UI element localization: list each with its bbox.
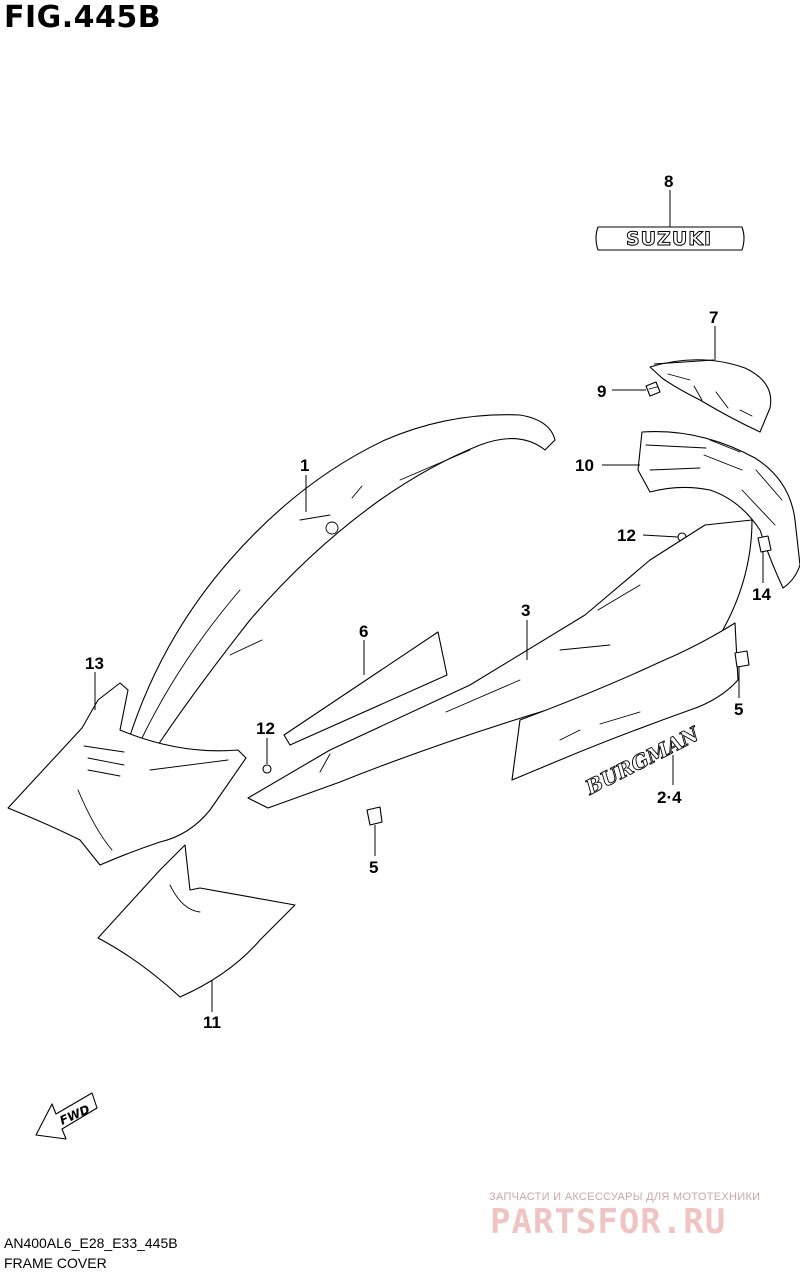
- part-6-trim-strip[interactable]: [283, 631, 448, 746]
- watermark-logo: PARTSFOR.RU: [490, 1202, 727, 1242]
- part-8-suzuki-emblem[interactable]: SUZUKI: [595, 226, 745, 251]
- part-9-clip[interactable]: [645, 381, 661, 397]
- callout-11: 11: [203, 1013, 221, 1032]
- callout-5-right: 5: [734, 700, 743, 719]
- callout-14: 14: [752, 585, 771, 604]
- callout-12-right: 12: [617, 526, 636, 545]
- callout-3: 3: [521, 601, 530, 620]
- callout-8: 8: [664, 172, 673, 191]
- suzuki-emblem-text: SUZUKI: [626, 228, 712, 250]
- part-1-frame-cover-upper[interactable]: [127, 414, 556, 746]
- callout-6: 6: [359, 622, 368, 641]
- callout-1: 1: [300, 456, 309, 475]
- part-13-front-inner-cover[interactable]: [7, 682, 247, 866]
- callout-12-left: 12: [256, 719, 275, 738]
- part-5-clip-right[interactable]: [734, 650, 750, 668]
- part-2-4-side-cover[interactable]: [511, 622, 739, 781]
- part-7-rear-cover[interactable]: [649, 359, 772, 433]
- leader-lines: [94, 190, 764, 1012]
- callout-labels: 1 2·4 3 5 5 6 7 8 9 10 11 12 12 13 14: [85, 172, 771, 1032]
- part-12-screw-left[interactable]: [262, 764, 272, 774]
- part-14-clip[interactable]: [757, 535, 772, 553]
- footer-model-code: AN400AL6_E28_E33_445B: [4, 1235, 178, 1251]
- part-11-floor-panel[interactable]: [97, 844, 296, 998]
- callout-10: 10: [575, 456, 594, 475]
- callout-5-bottom: 5: [369, 858, 378, 877]
- callout-2-4: 2·4: [657, 788, 682, 807]
- part-10-tail-cover[interactable]: [637, 431, 800, 589]
- part-5-clip-bottom[interactable]: [366, 806, 383, 826]
- callout-9: 9: [597, 382, 606, 401]
- watermark-tagline: ЗАПЧАСТИ И АКСЕССУАРЫ ДЛЯ МОТОТЕХНИКИ: [489, 1191, 761, 1203]
- callout-13: 13: [85, 654, 104, 673]
- footer-section-name: FRAME COVER: [4, 1255, 107, 1271]
- callout-7: 7: [709, 308, 718, 327]
- fwd-arrow: FWD: [35, 1092, 98, 1140]
- figure-title: FIG.445B: [4, 0, 162, 35]
